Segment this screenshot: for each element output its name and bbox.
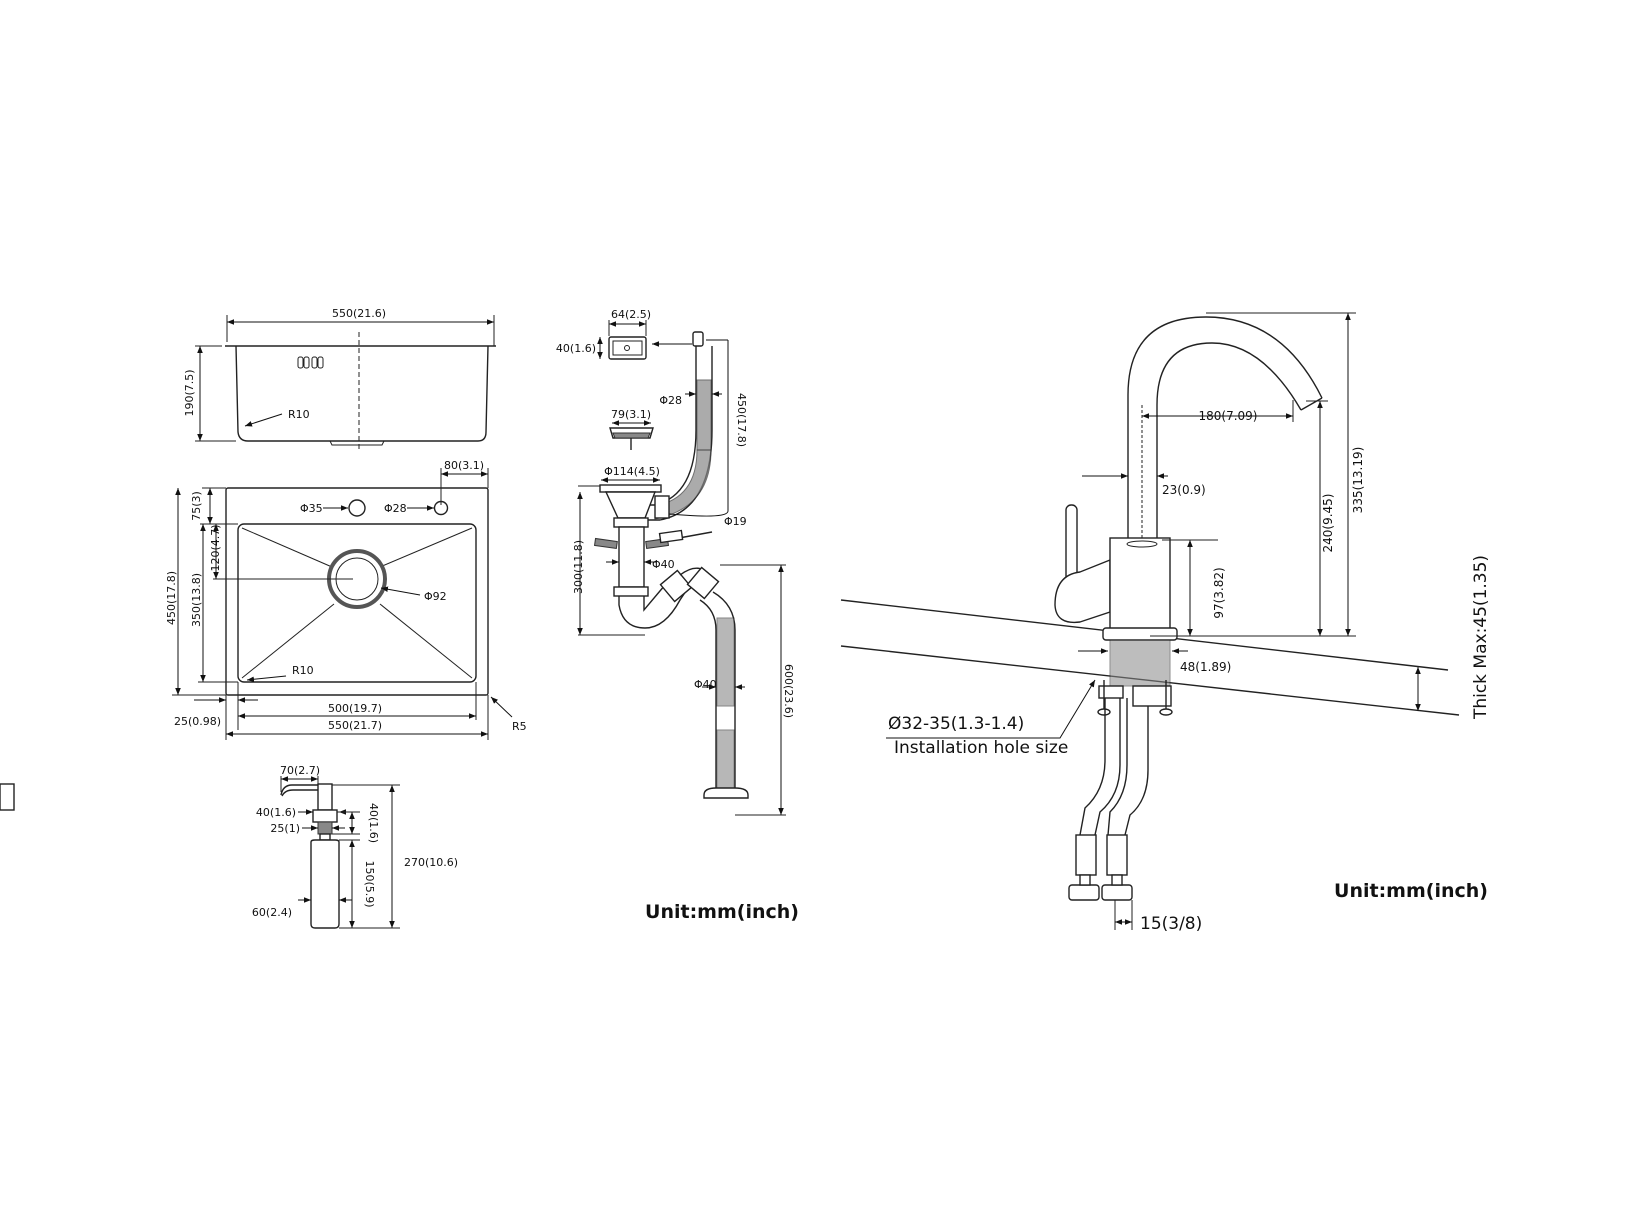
dim-overflow-height: 40(1.6)	[556, 342, 596, 355]
faucet: 180(7.09) 23(0.9) 240(9.45) 335(13.19) 9…	[840, 312, 1491, 934]
dim-total-height: 335(13.19)	[1351, 447, 1365, 514]
label-corner-radius: R5	[512, 720, 527, 733]
dim-outlet-length: 600(23.6)	[782, 664, 795, 718]
label-hole1: Φ35	[300, 502, 323, 515]
dim-rim: 25(0.98)	[174, 715, 221, 728]
dim-inlet: Φ19	[724, 515, 747, 528]
soap-dispenser: 70(2.7) 40(1.6) 25(1) 40(1.6) 150(5.9) 2…	[0, 764, 458, 929]
dim-top-margin: 75(3)	[190, 491, 203, 521]
dim-inner-width: 500(19.7)	[328, 702, 382, 715]
dim-connector: 15(3/8)	[1140, 914, 1202, 934]
dim-depth: 190(7.5)	[183, 369, 196, 416]
dim-bottle-diameter: 60(2.4)	[252, 906, 292, 919]
dim-hole-offset: 80(3.1)	[444, 459, 484, 472]
overflow-slots-icon	[297, 356, 324, 369]
dim-width: 550(21.6)	[332, 307, 386, 320]
label-drain: Φ92	[424, 590, 447, 603]
dim-total-height: 270(10.6)	[404, 856, 458, 869]
dim-thread-length: 40(1.6)	[367, 803, 380, 843]
dim-collar: 40(1.6)	[256, 806, 296, 819]
dim-hose-diameter: Φ28	[659, 394, 682, 407]
hole-size-label: Installation hole size	[894, 738, 1068, 758]
dim-tube-diameter: 23(0.9)	[1162, 483, 1206, 497]
dim-pipe-diameter: Φ40	[652, 558, 675, 571]
dim-counter-thickness: Thick Max:45(1.35)	[1471, 555, 1491, 720]
dim-hose-length: 450(17.8)	[735, 393, 748, 447]
dim-outer-depth: 450(17.8)	[165, 571, 178, 625]
dim-trap-height: 300(11.8)	[572, 540, 585, 594]
dim-drain-offset: 120(4.7)	[209, 524, 222, 571]
dim-body-height: 97(3.82)	[1212, 567, 1226, 618]
dim-spout-height: 240(9.45)	[1321, 494, 1335, 553]
dim-flange: Φ114(4.5)	[604, 465, 660, 478]
dim-outlet-diameter: Φ40	[694, 678, 717, 691]
unit-label: Unit:mm(inch)	[645, 901, 799, 923]
dim-hole-size: Ø32-35(1.3-1.4)	[888, 714, 1024, 734]
label-hole2: Φ28	[384, 502, 407, 515]
dim-outer-width: 550(21.7)	[328, 719, 382, 732]
dim-inner-depth: 350(13.8)	[190, 573, 203, 627]
faucet-hole	[348, 499, 366, 517]
dim-bottle-height: 150(5.9)	[363, 860, 376, 907]
dim-radius: R10	[288, 408, 310, 421]
dim-overflow-width: 64(2.5)	[611, 308, 651, 321]
dim-basket: 79(3.1)	[611, 408, 651, 421]
dim-spout: 70(2.7)	[280, 764, 320, 777]
sink-plan-view: 80(3.1) 75(3) 120(4.7) 450(17.8) 350(13.…	[165, 459, 527, 740]
sink-side-view: 550(21.6) 190(7.5) R10	[183, 307, 496, 450]
drain-kit: 64(2.5) 40(1.6) Φ28 450(17.8) 79(3.1) Φ1…	[556, 308, 799, 923]
dim-shank-diameter: 48(1.89)	[1180, 660, 1231, 674]
dim-reach: 180(7.09)	[1199, 409, 1258, 423]
unit-label: Unit:mm(inch)	[1334, 880, 1488, 902]
dim-thread: 25(1)	[270, 822, 300, 835]
label-inner-radius: R10	[292, 664, 314, 677]
